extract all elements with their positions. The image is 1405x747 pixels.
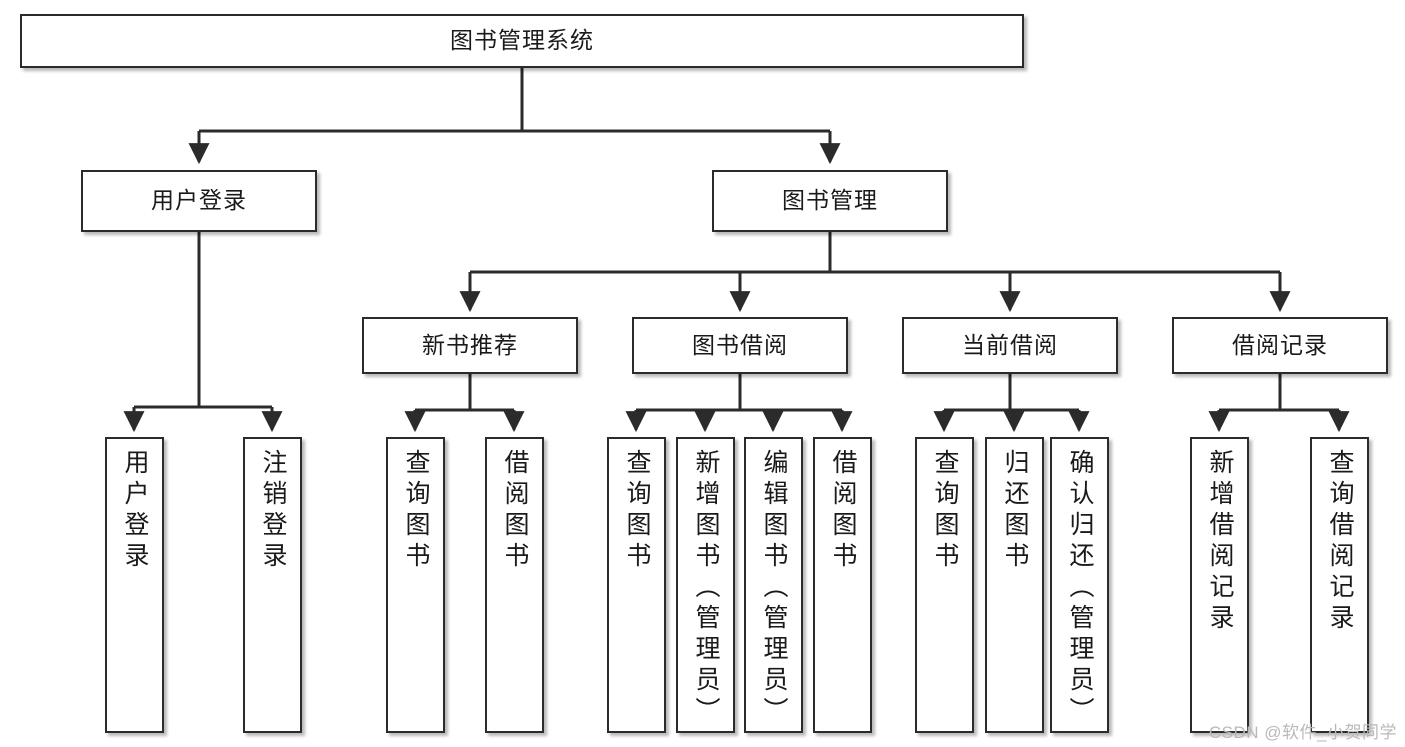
node-current-borrow[interactable]: 当前借阅	[902, 317, 1118, 374]
node-root-label: 图书管理系统	[450, 27, 594, 54]
node-leaf-add-borrow-record-label: 新增借阅记录	[1206, 449, 1234, 635]
node-user-login[interactable]: 用户登录	[81, 170, 317, 232]
node-leaf-query-book-borrow-label: 查询图书	[623, 449, 651, 573]
node-new-book-recommend-label: 新书推荐	[422, 331, 518, 358]
node-leaf-return-book-label: 归还图书	[1001, 449, 1029, 573]
node-leaf-query-book-current-label: 查询图书	[931, 449, 959, 573]
node-new-book-recommend[interactable]: 新书推荐	[362, 317, 578, 374]
node-book-borrow[interactable]: 图书借阅	[632, 317, 848, 374]
node-leaf-edit-book-admin[interactable]: 编辑图书（管理员）	[744, 437, 803, 733]
node-book-management-label: 图书管理	[782, 187, 878, 214]
node-leaf-edit-book-admin-label: 编辑图书（管理员）	[760, 449, 788, 728]
node-leaf-borrow-book-new[interactable]: 借阅图书	[485, 437, 544, 733]
node-leaf-return-book[interactable]: 归还图书	[985, 437, 1044, 733]
node-leaf-logout-label: 注销登录	[259, 449, 287, 573]
node-leaf-borrow-book-new-label: 借阅图书	[501, 449, 529, 573]
node-leaf-query-book-new-label: 查询图书	[402, 449, 430, 573]
node-book-borrow-label: 图书借阅	[692, 331, 788, 358]
node-leaf-borrow-book[interactable]: 借阅图书	[813, 437, 872, 733]
node-leaf-user-login[interactable]: 用户登录	[105, 437, 164, 733]
node-current-borrow-label: 当前借阅	[962, 331, 1058, 358]
node-leaf-query-borrow-record-label: 查询借阅记录	[1326, 449, 1354, 635]
node-borrow-record[interactable]: 借阅记录	[1172, 317, 1388, 374]
node-leaf-borrow-book-label: 借阅图书	[829, 449, 857, 573]
node-leaf-add-book-admin-label: 新增图书（管理员）	[692, 449, 720, 728]
node-leaf-query-borrow-record[interactable]: 查询借阅记录	[1310, 437, 1369, 733]
node-leaf-query-book-current[interactable]: 查询图书	[915, 437, 974, 733]
node-book-management[interactable]: 图书管理	[712, 170, 948, 232]
node-leaf-add-book-admin[interactable]: 新增图书（管理员）	[676, 437, 735, 733]
node-leaf-query-book-new[interactable]: 查询图书	[386, 437, 445, 733]
csdn-watermark: CSDN @软件_小贺同学	[1208, 723, 1397, 742]
node-user-login-label: 用户登录	[151, 187, 247, 214]
node-leaf-user-login-label: 用户登录	[121, 449, 149, 573]
node-leaf-confirm-return-admin-label: 确认归还（管理员）	[1066, 449, 1094, 728]
node-leaf-confirm-return-admin[interactable]: 确认归还（管理员）	[1050, 437, 1109, 733]
node-leaf-add-borrow-record[interactable]: 新增借阅记录	[1190, 437, 1249, 733]
node-leaf-query-book-borrow[interactable]: 查询图书	[607, 437, 666, 733]
node-leaf-logout[interactable]: 注销登录	[243, 437, 302, 733]
node-root[interactable]: 图书管理系统	[20, 14, 1024, 68]
node-borrow-record-label: 借阅记录	[1232, 331, 1328, 358]
